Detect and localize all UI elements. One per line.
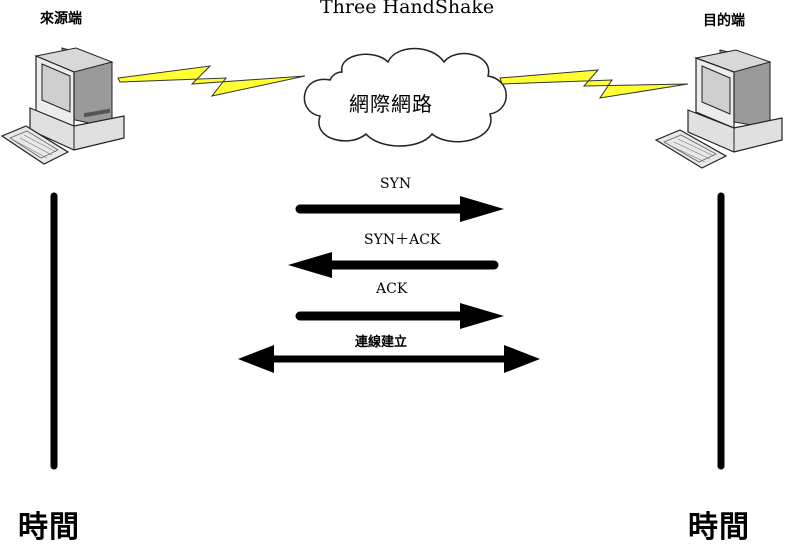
syn-label: SYN bbox=[380, 176, 411, 192]
syn-ack-label: SYN＋ACK bbox=[364, 229, 440, 249]
source-label: 來源端 bbox=[40, 8, 82, 28]
established-label: 連線建立 bbox=[355, 331, 407, 350]
network-label: 網際網路 bbox=[349, 88, 433, 117]
ack-label: ACK bbox=[376, 281, 407, 297]
time-label-right: 時間 bbox=[688, 502, 750, 546]
syn-arrow bbox=[300, 196, 504, 222]
lightning-right bbox=[500, 70, 688, 98]
lightning-left bbox=[118, 66, 305, 96]
source-computer bbox=[2, 48, 124, 164]
destination-computer bbox=[656, 50, 782, 168]
syn-ack-arrow bbox=[288, 252, 494, 278]
ack-arrow bbox=[300, 303, 504, 329]
time-label-left: 時間 bbox=[18, 502, 80, 546]
diagram-title: Three HandShake bbox=[320, 0, 494, 18]
destination-label: 目的端 bbox=[703, 10, 745, 30]
